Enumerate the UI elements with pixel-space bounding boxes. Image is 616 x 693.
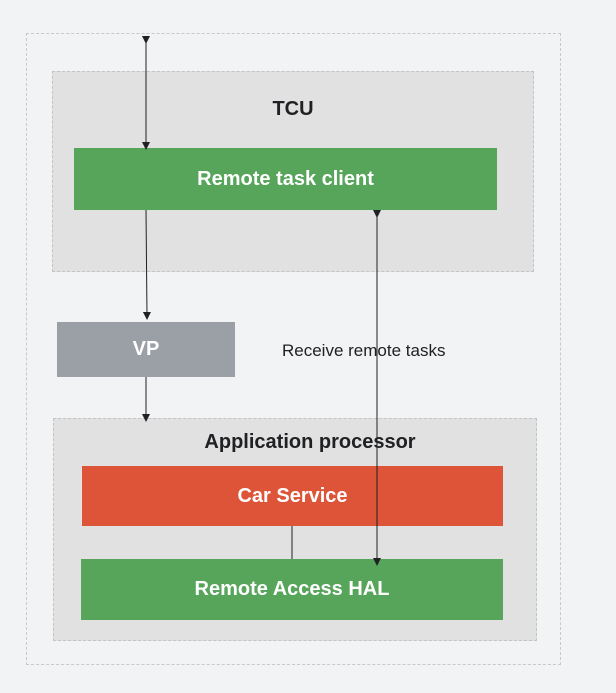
car-service-box: Car Service	[82, 466, 503, 526]
tcu-title: TCU	[272, 98, 314, 120]
diagram-outer-boundary	[26, 33, 561, 665]
remote-access-hal-box: Remote Access HAL	[81, 559, 503, 620]
receive-remote-tasks-label: Receive remote tasks	[282, 341, 446, 360]
application-processor-title: Application processor	[204, 431, 416, 453]
remote-task-client-box: Remote task client	[74, 148, 497, 210]
vp-box: VP	[57, 322, 235, 377]
